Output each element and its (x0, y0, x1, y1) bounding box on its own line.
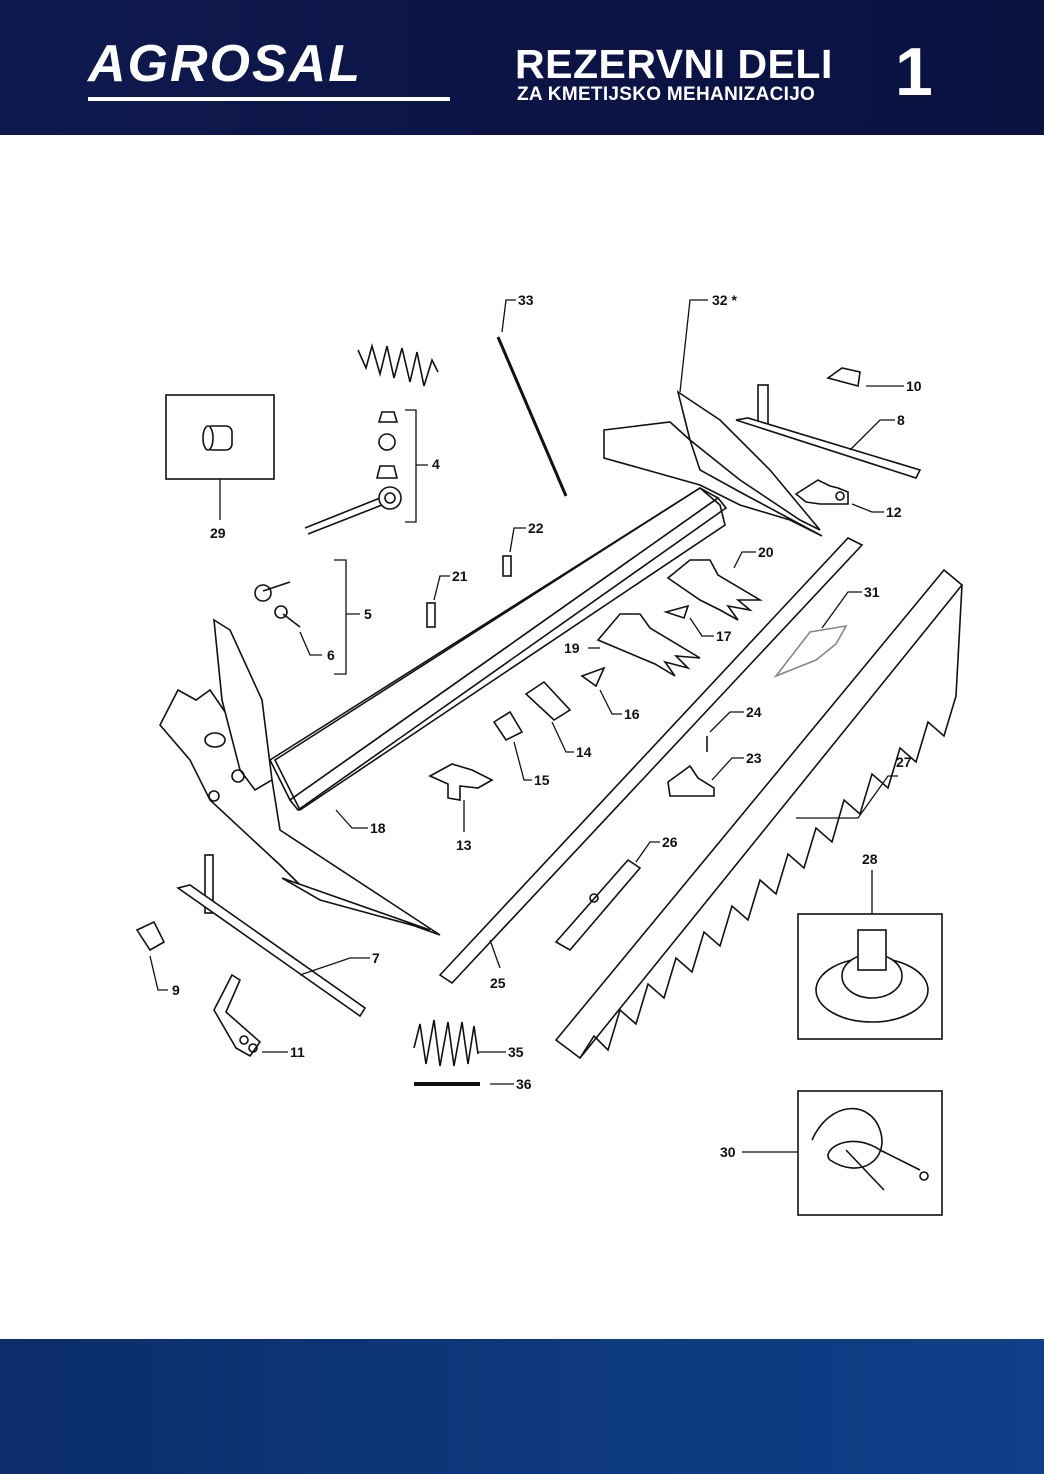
part-24-rivet (706, 711, 744, 752)
part-16-plate (580, 666, 622, 715)
part-31-ledger-plate (773, 591, 862, 678)
part-23-section (667, 757, 744, 797)
brand-logo: AGROSAL (88, 35, 362, 93)
inner-shoe-assembly (159, 618, 441, 936)
callout-25: 25 (490, 975, 506, 991)
part-26-knife-head (554, 841, 660, 952)
page-subtitle: ZA KMETIJSKO MEHANIZACIJO (517, 84, 816, 105)
callout-24: 24 (746, 704, 762, 720)
compression-spring-top (357, 343, 439, 387)
part-25-knife-back (438, 537, 864, 985)
callout-19: 19 (564, 640, 580, 656)
logo-underline (88, 97, 450, 101)
callout-36: 36 (516, 1076, 532, 1092)
page-number: 1 (895, 34, 933, 110)
part-8-skid (735, 384, 922, 479)
footer-banner (0, 1339, 1044, 1474)
part-15-wear-plate (492, 710, 532, 781)
callout-8: 8 (897, 412, 905, 428)
callout-31: 31 (864, 584, 880, 600)
part-29-bushing (165, 394, 275, 520)
callout-27: 27 (896, 754, 912, 770)
part-35-spring (413, 1019, 479, 1067)
callout-30: 30 (720, 1144, 736, 1160)
part-13-clip (428, 763, 494, 832)
part-11-lever (213, 973, 288, 1058)
callout-6: 6 (327, 647, 335, 663)
callout-35: 35 (508, 1044, 524, 1060)
callout-26: 26 (662, 834, 678, 850)
callout-11: 11 (290, 1044, 305, 1060)
part-4-bolt-assembly (304, 409, 428, 535)
part-17-rivet-plate (663, 604, 714, 637)
part-20-guard (666, 551, 763, 621)
callout-10: 10 (906, 378, 922, 394)
callout-33: 33 (518, 292, 534, 308)
callout-20: 20 (758, 544, 774, 560)
callout-29: 29 (210, 525, 226, 541)
callout-32: 32 * (712, 292, 737, 308)
part-30-cable (742, 1090, 943, 1216)
callout-14: 14 (576, 744, 592, 760)
callout-9: 9 (172, 982, 180, 998)
callout-22: 22 (528, 520, 544, 536)
exploded-parts-diagram: 4 5 6 7 8 9 10 11 12 13 14 15 16 17 18 1… (135, 292, 964, 1216)
part-19-guard (588, 613, 701, 677)
part-5-6-bolts (254, 559, 360, 675)
part-12-bracket (794, 479, 884, 513)
callout-15: 15 (534, 772, 550, 788)
part-14-hold-down (524, 680, 574, 753)
part-21-bolt (426, 575, 450, 628)
page-title: REZERVNI DELI (515, 41, 833, 87)
header-banner: AGROSAL REZERVNI DELI ZA KMETIJSKO MEHAN… (0, 0, 1044, 135)
part-7-skid (176, 854, 370, 1018)
callout-4: 4 (432, 456, 440, 472)
callout-5: 5 (364, 606, 372, 622)
part-18-cutter-bar (268, 487, 728, 829)
callout-13: 13 (456, 837, 472, 853)
part-22-bolt (502, 527, 526, 577)
callout-21: 21 (452, 568, 468, 584)
callout-7: 7 (372, 950, 380, 966)
part-10-plate (826, 367, 904, 388)
callout-16: 16 (624, 706, 640, 722)
part-28-pulley (797, 870, 943, 1040)
part-27-knife (554, 568, 964, 1060)
callout-18: 18 (370, 820, 386, 836)
part-33-rod (496, 336, 568, 497)
callout-23: 23 (746, 750, 762, 766)
callout-28: 28 (862, 851, 878, 867)
part-32-divider-plate (603, 299, 823, 537)
callout-17: 17 (716, 628, 732, 644)
callout-12: 12 (886, 504, 902, 520)
part-9-bracket (135, 920, 168, 991)
